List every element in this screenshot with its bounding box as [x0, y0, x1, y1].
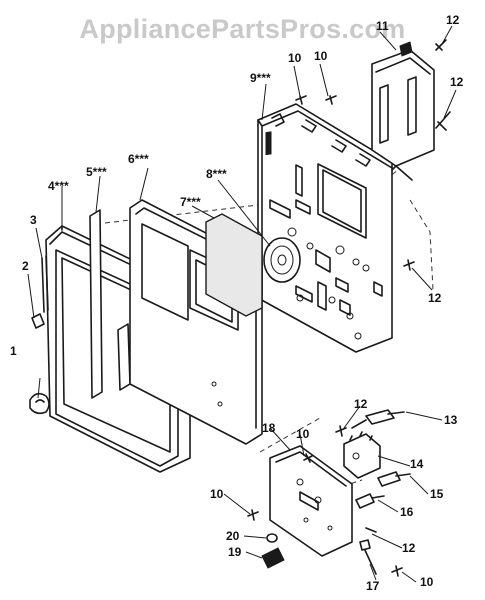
callout-10-lower: 10 — [296, 427, 310, 441]
callout-12-right: 12 — [450, 75, 464, 89]
callout-11: 11 — [376, 19, 389, 33]
callout-2: 2 — [22, 259, 29, 273]
wire-harness-13 — [351, 409, 405, 429]
callout-10-left: 10 — [210, 487, 224, 501]
switch-19 — [261, 547, 285, 569]
callout-12-middle: 12 — [428, 291, 442, 305]
callout-3: 3 — [30, 213, 37, 227]
bracket-11 — [371, 41, 435, 181]
dial-8 — [263, 237, 301, 283]
knob-1 — [29, 392, 50, 415]
callout-12-top: 12 — [446, 13, 460, 27]
callout-1: 1 — [10, 344, 17, 358]
control-panel-plate — [257, 103, 393, 353]
callout-18: 18 — [262, 421, 276, 435]
callout-9: 9*** — [250, 71, 271, 85]
watermark: AppliancePartsPros.com — [79, 14, 406, 44]
transformer-14 — [343, 431, 381, 479]
spring-3 — [41, 255, 49, 313]
callout-8: 8*** — [206, 167, 227, 181]
connector-16 — [355, 493, 385, 509]
callout-10-top-right: 10 — [314, 49, 328, 63]
callout-4: 4*** — [48, 179, 69, 193]
callout-19: 19 — [228, 545, 242, 559]
callout-12-lower: 12 — [354, 397, 368, 411]
membrane-7 — [205, 213, 263, 317]
callout-16: 16 — [400, 505, 414, 519]
leader-lines — [27, 25, 457, 583]
callout-10-bottom: 10 — [420, 575, 434, 589]
callout-14: 14 — [410, 457, 424, 471]
callout-7: 7*** — [180, 195, 201, 209]
callout-10-top-left: 10 — [288, 51, 302, 65]
callout-5: 5*** — [86, 165, 107, 179]
screws — [247, 39, 451, 577]
callout-12-bottom: 12 — [402, 541, 416, 555]
control-board-18 — [269, 445, 353, 557]
callout-15: 15 — [430, 487, 444, 501]
callout-17: 17 — [366, 579, 380, 593]
spacer-20 — [266, 533, 278, 543]
lead-17 — [359, 539, 377, 575]
callout-13: 13 — [444, 413, 458, 427]
callout-20: 20 — [226, 529, 240, 543]
callout-labels: 1 2 3 4*** 5*** 6*** 7*** 8*** 9*** 10 1… — [10, 13, 464, 593]
terminal-15 — [377, 471, 411, 487]
clip-2 — [31, 313, 45, 329]
strip-5 — [89, 209, 131, 399]
callout-6: 6*** — [128, 152, 149, 166]
